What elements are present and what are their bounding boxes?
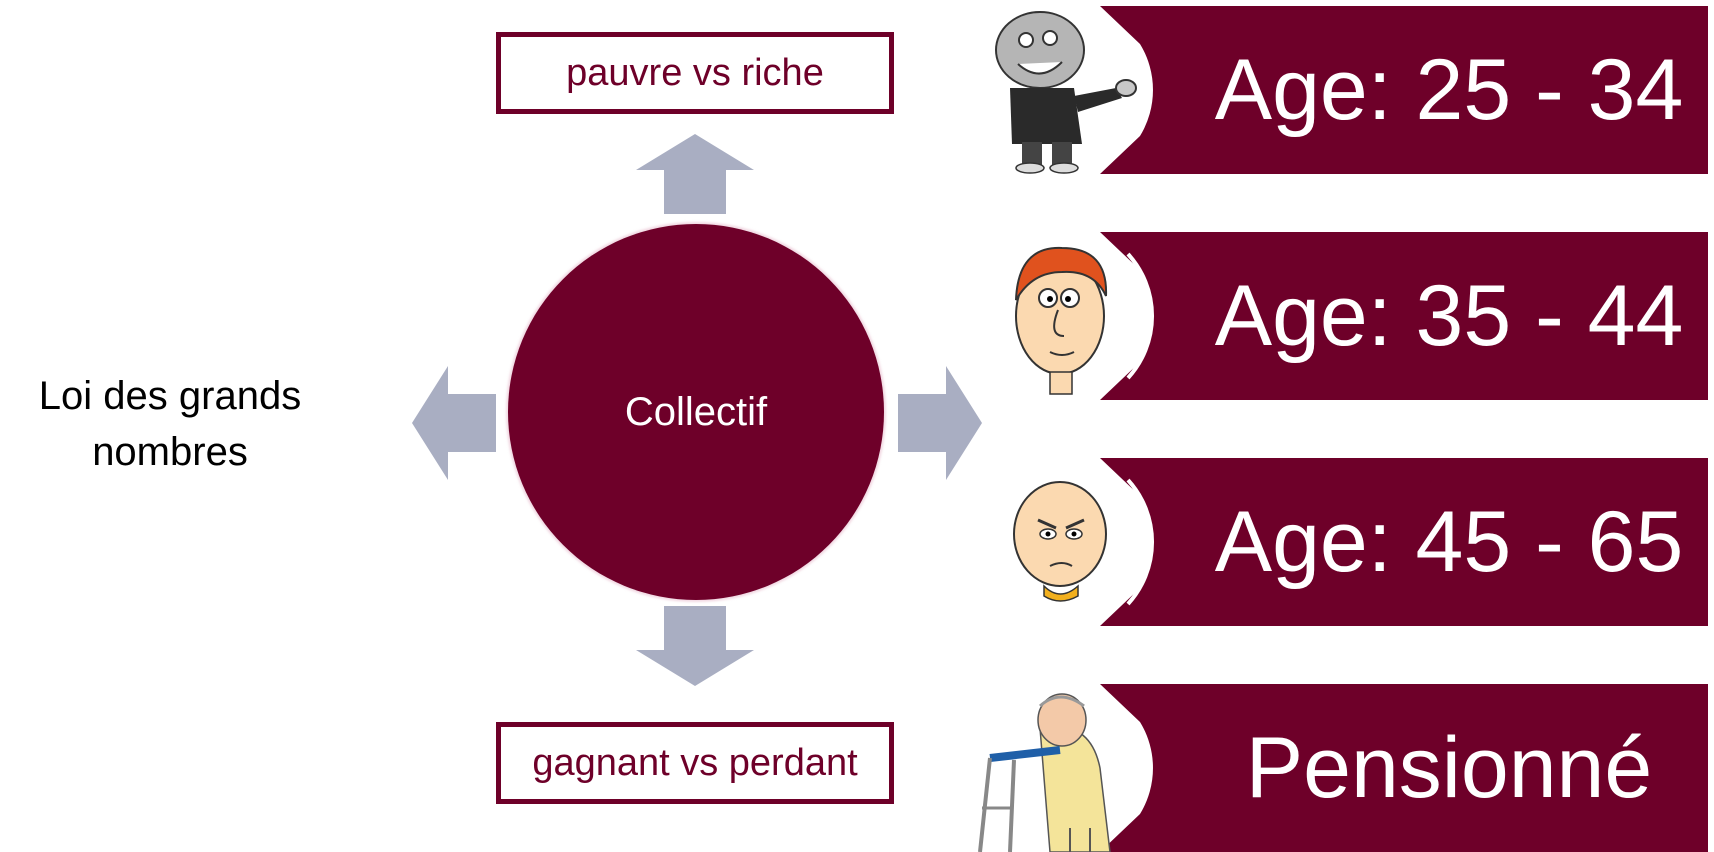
left-label-line-2: nombres bbox=[92, 430, 248, 474]
banner-shape bbox=[1100, 684, 1708, 852]
age-banner-label: Age: 45 - 65 bbox=[1214, 493, 1684, 590]
left-label: Loi des grands nombres bbox=[0, 368, 340, 480]
redhead-man-icon bbox=[1015, 246, 1108, 395]
arrow-down-icon bbox=[636, 606, 754, 686]
top-box-label: pauvre vs riche bbox=[566, 51, 824, 94]
age-banner-label: Pensionné bbox=[1245, 719, 1653, 816]
arrow-left-icon bbox=[412, 366, 496, 480]
bottom-box-label: gagnant vs perdant bbox=[532, 741, 858, 784]
age-banner: Age: 35 - 44 bbox=[1100, 232, 1708, 400]
center-circle: Collectif bbox=[508, 224, 884, 600]
age-banner-label: Age: 35 - 44 bbox=[1214, 267, 1684, 364]
age-banner: Age: 45 - 65 bbox=[1100, 458, 1708, 626]
arrow-right-icon bbox=[898, 366, 982, 480]
banner-shape bbox=[1100, 232, 1708, 400]
bottom-box: gagnant vs perdant bbox=[496, 722, 894, 804]
arrow-up-icon bbox=[636, 134, 754, 214]
age-banner: Age: 25 - 34 bbox=[1100, 6, 1708, 174]
age-banner-label: Age: 25 - 34 bbox=[1214, 41, 1684, 138]
bald-man-icon bbox=[1013, 481, 1107, 602]
center-label: Collectif bbox=[624, 389, 768, 434]
age-banner: Pensionné bbox=[1100, 684, 1708, 852]
left-label-line-1: Loi des grands bbox=[38, 374, 302, 418]
waving-kid-icon bbox=[995, 11, 1137, 174]
banner-shape bbox=[1100, 458, 1708, 626]
elderly-walker-icon bbox=[978, 693, 1111, 852]
top-box: pauvre vs riche bbox=[496, 32, 894, 114]
banner-shape bbox=[1100, 6, 1708, 174]
